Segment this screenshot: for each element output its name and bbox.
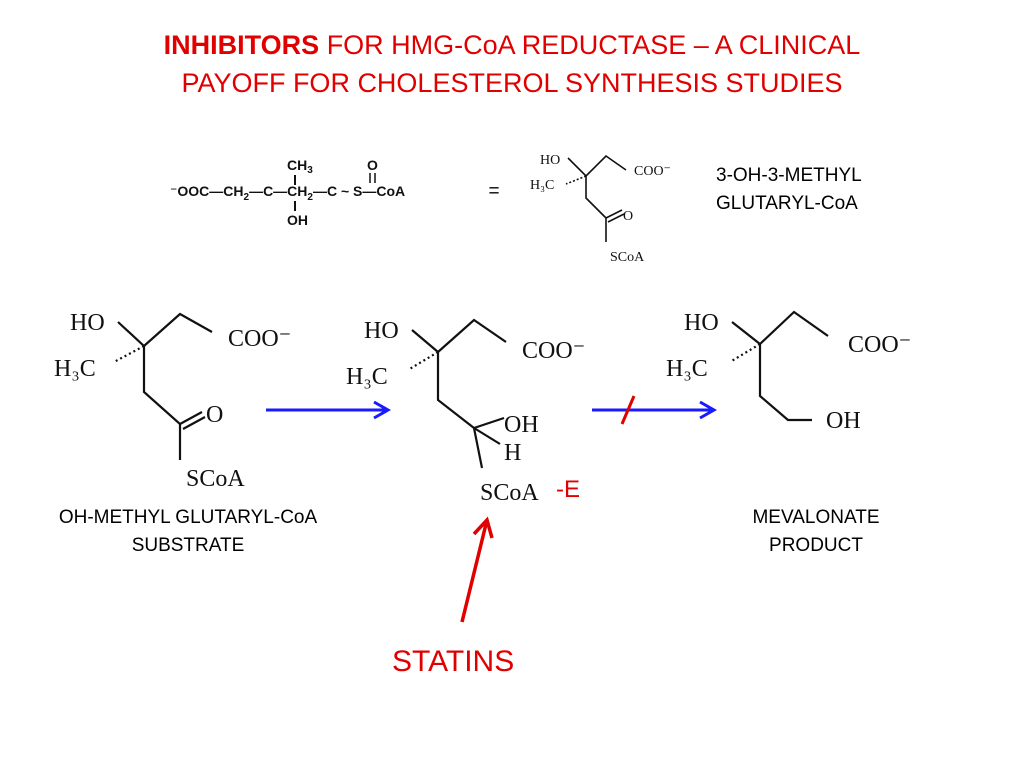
product-label: MEVALONATE PRODUCT (716, 504, 916, 560)
formula-main-chain: ⁻OOC—CH2—C—CH2—C ~ S—CoA (170, 183, 405, 203)
product-oh: OH (826, 408, 861, 434)
hmg-coa-structure: HO H₃C COO⁻ O SCoA (530, 153, 671, 265)
enzyme-tag: -E (556, 476, 580, 503)
equals-sign: = (488, 181, 500, 202)
top-carbonyl-o: O (623, 209, 633, 224)
slide-title: INHIBITORS FOR HMG-CoA REDUCTASE – A CLI… (0, 26, 1024, 102)
top-bonds (565, 154, 627, 242)
substrate-label: OH-METHYL GLUTARYL-CoA SUBSTRATE (28, 504, 348, 560)
substrate-label-line-2: SUBSTRATE (131, 535, 245, 556)
formula-oh: OH (287, 212, 308, 228)
top-coo: COO⁻ (634, 164, 671, 179)
intermediate-h3c: H₃C (346, 364, 388, 390)
substrate-carbonyl-o: O (206, 402, 223, 428)
product-bonds (729, 310, 829, 422)
substrate-structure: HO H₃C COO⁻ O SCoA (54, 310, 291, 492)
top-name-line-1: 3-OH-3-METHYL (716, 165, 862, 186)
title-line-1: INHIBITORS FOR HMG-CoA REDUCTASE – A CLI… (0, 26, 1024, 64)
substrate-ho: HO (70, 310, 105, 336)
top-ho: HO (540, 153, 560, 168)
intermediate-h: H (504, 440, 521, 466)
product-label-line-1: MEVALONATE (752, 507, 880, 528)
title-bold-word: INHIBITORS (163, 30, 320, 60)
product-coo: COO⁻ (848, 332, 911, 358)
product-label-line-2: PRODUCT (769, 535, 863, 556)
statins-label: STATINS (392, 645, 515, 678)
title-line-2: PAYOFF FOR CHOLESTEROL SYNTHESIS STUDIES (181, 68, 843, 98)
substrate-bonds (113, 312, 213, 460)
intermediate-scoa: SCoA (480, 480, 539, 506)
product-structure: HO H₃C COO⁻ OH (666, 310, 911, 434)
top-scoa: SCoA (610, 250, 645, 265)
title-line-1-rest: FOR HMG-CoA REDUCTASE – A CLINICAL (319, 30, 861, 60)
intermediate-ho: HO (364, 318, 399, 344)
intermediate-structure: HO H₃C COO⁻ OH H SCoA (346, 318, 585, 506)
reaction-arrow-1 (266, 400, 392, 420)
top-h3c: H₃C (530, 178, 554, 193)
intermediate-bonds (407, 318, 507, 469)
substrate-h3c: H₃C (54, 356, 96, 382)
formula-carbonyl-o: O (367, 157, 378, 173)
substrate-scoa: SCoA (186, 466, 245, 492)
reaction-arrow-2 (592, 395, 718, 425)
intermediate-coo: COO⁻ (522, 338, 585, 364)
product-h3c: H₃C (666, 356, 708, 382)
formula-ch3: CH3 (287, 157, 313, 176)
product-ho: HO (684, 310, 719, 336)
top-compound-name: 3-OH-3-METHYL GLUTARYL-CoA (716, 162, 862, 218)
substrate-label-line-1: OH-METHYL GLUTARYL-CoA (58, 507, 318, 528)
statins-arrow (460, 516, 494, 623)
linear-formula: CH3 O ⁻OOC—CH2—C—CH2—C ~ S—CoA OH (170, 157, 405, 228)
substrate-coo: COO⁻ (228, 326, 291, 352)
top-name-line-2: GLUTARYL-CoA (716, 193, 858, 214)
intermediate-oh: OH (504, 412, 539, 438)
inhibition-slash (620, 395, 636, 425)
